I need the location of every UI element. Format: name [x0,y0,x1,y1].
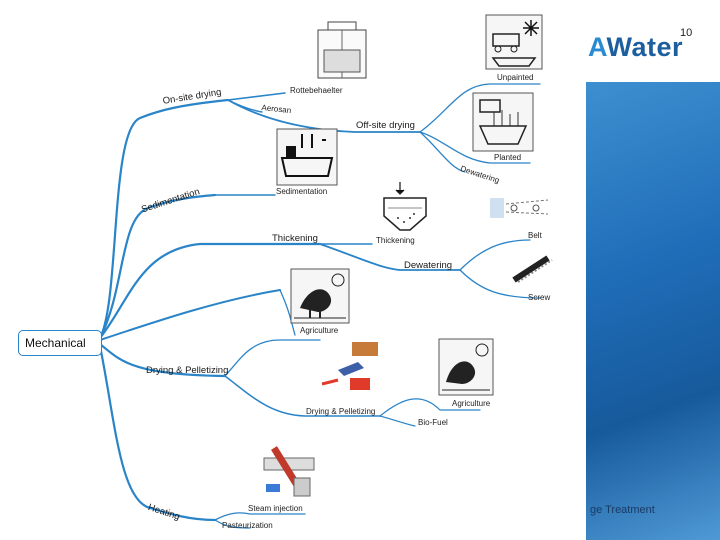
rottebehaelter-picture [317,21,367,79]
label-dewatering-2: Dewatering [404,260,453,271]
label-agriculture-1: Agriculture [300,326,339,335]
screw-picture [512,255,553,283]
label-thickening: Thickening [376,236,415,245]
label-drying-pelletizing-branch: Drying & Pelletizing [146,365,229,376]
label-thickening-branch: Thickening [272,233,318,244]
blue-background-panel [586,82,720,540]
label-belt: Belt [528,231,542,240]
steam-injection-picture [263,446,315,497]
label-screw: Screw [528,293,551,302]
root-node-mechanical[interactable]: Mechanical [18,330,102,356]
root-label: Mechanical [25,336,86,350]
label-rottebehaelter: Rottebehaelter [290,86,343,95]
label-steam-injection: Steam injection [248,504,303,513]
branch-heating [98,344,217,522]
branch-thickening [98,242,322,340]
label-offsite-drying: Off-site drying [356,120,415,131]
planted-picture [472,92,534,152]
label-planted: Planted [494,153,522,162]
sedimentation-picture [276,128,338,186]
page-number: 10 [680,27,693,39]
thickening-picture [383,182,427,231]
belt-picture [490,198,549,218]
label-unpainted: Unpainted [497,73,534,82]
label-drying-pelletizing: Drying & Pelletizing [306,407,376,416]
agriculture-picture-1 [290,268,350,324]
branch-drying [98,342,227,378]
branch-onsite [98,98,230,340]
drying-pelletizing-picture [321,342,378,390]
label-biofuel: Bio-Fuel [418,418,448,427]
label-pasteurization: Pasteurization [222,521,273,530]
branch-sedimentation [98,193,217,340]
branch-agriculture [99,289,281,341]
label-sedimentation: Sedimentation [276,187,328,196]
unpainted-picture [485,14,543,70]
footer-text: ge Treatment [590,504,655,516]
label-agriculture-2: Agriculture [452,399,491,408]
logo: AWater [588,32,684,62]
logo-area [586,0,720,82]
agriculture-picture-2 [438,338,494,396]
